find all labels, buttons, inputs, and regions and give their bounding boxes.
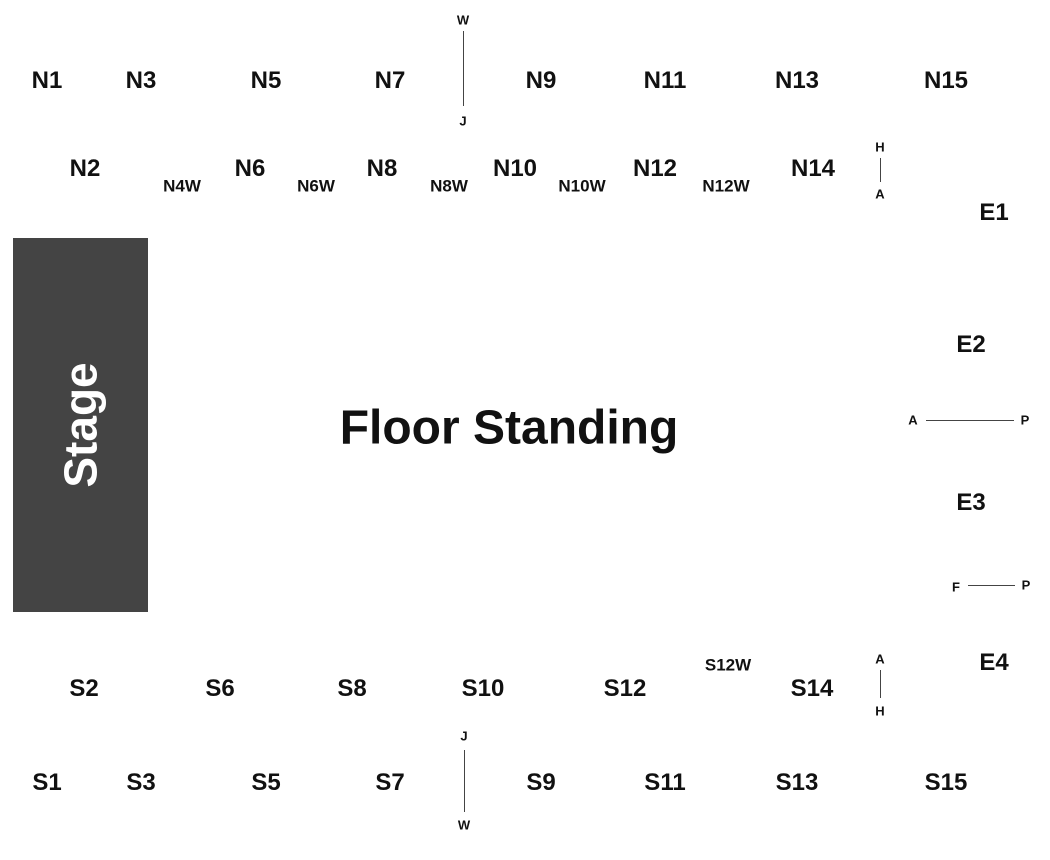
floor-standing-area[interactable]: Floor Standing xyxy=(339,401,679,455)
row-marker-w-bottom: W xyxy=(457,817,471,833)
section-n4w[interactable]: N4W xyxy=(163,176,201,196)
row-marker-p-east-lower: P xyxy=(1021,577,1031,593)
row-divider-line xyxy=(880,158,881,182)
section-e4[interactable]: E4 xyxy=(979,649,1009,676)
section-n8[interactable]: N8 xyxy=(366,155,398,182)
section-s6[interactable]: S6 xyxy=(205,675,235,702)
row-divider-line xyxy=(880,670,881,698)
section-n10w[interactable]: N10W xyxy=(558,176,606,196)
section-s1[interactable]: S1 xyxy=(32,769,62,796)
section-s5[interactable]: S5 xyxy=(251,769,281,796)
row-marker-h-ne: H xyxy=(875,139,885,155)
row-marker-p-east: P xyxy=(1020,412,1030,428)
stage: Stage xyxy=(13,238,148,612)
section-s11[interactable]: S11 xyxy=(644,769,686,796)
section-n11[interactable]: N11 xyxy=(643,67,687,94)
section-n8w[interactable]: N8W xyxy=(430,176,468,196)
section-s14[interactable]: S14 xyxy=(790,675,834,702)
row-divider-line xyxy=(464,750,465,812)
row-marker-a-east: A xyxy=(908,412,918,428)
section-s7[interactable]: S7 xyxy=(375,769,405,796)
section-n6w[interactable]: N6W xyxy=(297,176,335,196)
row-divider-line xyxy=(968,585,1015,586)
section-s10[interactable]: S10 xyxy=(461,675,505,702)
section-n6[interactable]: N6 xyxy=(234,155,266,182)
section-s12w[interactable]: S12W xyxy=(704,655,752,675)
section-n5[interactable]: N5 xyxy=(250,67,282,94)
section-s2[interactable]: S2 xyxy=(69,675,99,702)
section-e1[interactable]: E1 xyxy=(979,199,1009,226)
section-n13[interactable]: N13 xyxy=(774,67,820,94)
section-s15[interactable]: S15 xyxy=(924,769,968,796)
row-marker-a-se: A xyxy=(875,651,885,667)
section-s8[interactable]: S8 xyxy=(337,675,367,702)
section-n14[interactable]: N14 xyxy=(790,155,836,182)
section-e2[interactable]: E2 xyxy=(956,331,986,358)
section-n12[interactable]: N12 xyxy=(632,155,678,182)
row-marker-j-top: J xyxy=(459,113,467,129)
section-s3[interactable]: S3 xyxy=(126,769,156,796)
row-marker-w-top: W xyxy=(456,12,470,28)
section-e3[interactable]: E3 xyxy=(956,489,986,516)
row-divider-line xyxy=(926,420,1014,421)
section-n1[interactable]: N1 xyxy=(31,67,63,94)
section-s9[interactable]: S9 xyxy=(526,769,556,796)
row-divider-line xyxy=(463,31,464,106)
section-n12w[interactable]: N12W xyxy=(702,176,750,196)
section-n3[interactable]: N3 xyxy=(125,67,157,94)
section-s12[interactable]: S12 xyxy=(603,675,647,702)
section-n2[interactable]: N2 xyxy=(69,155,101,182)
row-marker-j-bottom: J xyxy=(460,728,468,744)
section-s13[interactable]: S13 xyxy=(775,769,819,796)
section-n9[interactable]: N9 xyxy=(525,67,557,94)
section-n15[interactable]: N15 xyxy=(923,67,969,94)
stage-label: Stage xyxy=(54,362,107,488)
row-marker-a-ne: A xyxy=(875,186,885,202)
row-marker-f-east: F xyxy=(952,579,960,595)
section-n10[interactable]: N10 xyxy=(492,155,538,182)
row-marker-h-se: H xyxy=(875,703,885,719)
section-n7[interactable]: N7 xyxy=(374,67,406,94)
